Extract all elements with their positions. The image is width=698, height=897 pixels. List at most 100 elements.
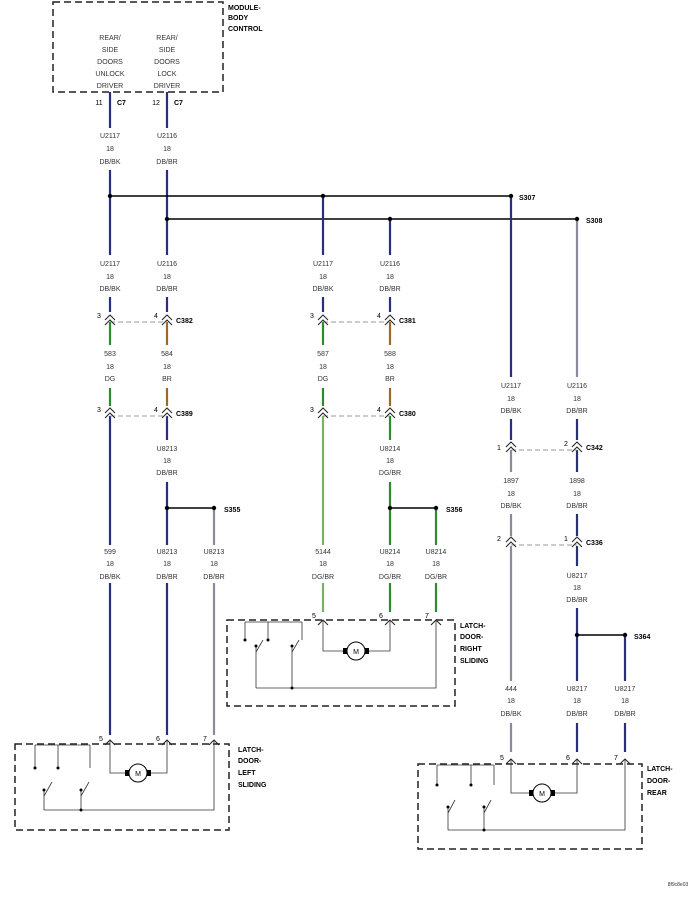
label-bg bbox=[563, 568, 591, 606]
label-bg bbox=[96, 545, 124, 583]
label-bg bbox=[497, 474, 525, 512]
switch-dot bbox=[446, 805, 450, 809]
wire-circuit-label: 5144 bbox=[315, 549, 331, 556]
wire-color-label: DG bbox=[318, 376, 329, 383]
func-unlock-1: REAR/ bbox=[99, 35, 120, 42]
pin-label: 2 bbox=[564, 441, 568, 448]
label-bg bbox=[153, 348, 181, 386]
label-bg bbox=[200, 545, 228, 583]
inline-connectors: 3 4 C382 3 4 C381 3 4 C389 3 4 C380 1 2 … bbox=[97, 313, 603, 548]
wire-circuit-label: U8217 bbox=[567, 686, 588, 693]
switch-dot bbox=[254, 644, 258, 648]
motor-terminal bbox=[551, 790, 555, 796]
wire-color-label: BR bbox=[162, 376, 172, 383]
latch-rear-title-3: REAR bbox=[647, 790, 667, 797]
latch-rear-title-2: DOOR- bbox=[647, 778, 671, 785]
switch-dot bbox=[469, 783, 473, 787]
connector-chevron bbox=[161, 407, 173, 419]
splice-dot bbox=[387, 505, 393, 511]
wire-circuit-label: 1897 bbox=[503, 478, 519, 485]
wire-gauge-label: 18 bbox=[507, 698, 515, 705]
label-bg bbox=[96, 348, 124, 386]
wire-circuit-label: 584 bbox=[161, 351, 173, 358]
wire-gauge-label: 18 bbox=[163, 146, 171, 153]
wire-gauge-label: 18 bbox=[621, 698, 629, 705]
switch-dot bbox=[79, 808, 83, 812]
wire-circuit-label: U8213 bbox=[157, 446, 178, 453]
wire-circuit-label: 1898 bbox=[569, 478, 585, 485]
func-lock-5: DRIVER bbox=[154, 83, 180, 90]
wire-circuit-label: U2116 bbox=[567, 383, 587, 390]
label-bg bbox=[497, 683, 525, 721]
latch-left-title-3: LEFT bbox=[238, 770, 256, 777]
wire-color-label: DB/BK bbox=[500, 503, 521, 510]
motor-terminal bbox=[125, 770, 129, 776]
func-unlock-2: SIDE bbox=[102, 47, 119, 54]
splice-s307-label: S307 bbox=[519, 195, 535, 202]
switch-network bbox=[34, 740, 215, 811]
pin-label: 7 bbox=[425, 613, 429, 620]
wire-gauge-label: 18 bbox=[573, 491, 581, 498]
connector-chevron bbox=[104, 314, 116, 326]
connector-c381-label: C381 bbox=[399, 318, 416, 325]
splice-dot bbox=[622, 632, 628, 638]
module-pin-12: 12 bbox=[152, 100, 160, 107]
latch-door-right-sliding: 5 6 7 M LATCH- DOOR- RIGHT SLIDING bbox=[226, 613, 489, 707]
wire-gauge-label: 18 bbox=[319, 274, 327, 281]
wire-gauge-label: 18 bbox=[573, 698, 581, 705]
connector-chevron bbox=[571, 536, 583, 548]
switch-dot bbox=[482, 828, 486, 832]
label-bg bbox=[153, 130, 181, 168]
wire-color-label: DB/BR bbox=[614, 711, 635, 718]
splice-dot bbox=[387, 216, 393, 222]
pin-label: 3 bbox=[310, 313, 314, 320]
motor-terminal bbox=[529, 790, 533, 796]
connector-chevron bbox=[161, 314, 173, 326]
figure-id: 8f9c8e03 bbox=[668, 882, 689, 888]
latch-right-title-2: DOOR- bbox=[460, 634, 484, 641]
wire-circuit-label: U2117 bbox=[100, 133, 120, 140]
pin-label: 7 bbox=[614, 755, 618, 762]
wire-color-label: DB/BR bbox=[566, 711, 587, 718]
switch-network bbox=[436, 759, 626, 831]
module-box bbox=[52, 1, 224, 93]
pin-label: 3 bbox=[97, 407, 101, 414]
label-bg bbox=[96, 130, 124, 168]
module-connector-c7-a: C7 bbox=[117, 100, 126, 107]
func-lock-2: SIDE bbox=[159, 47, 176, 54]
wire-color-label: DB/BK bbox=[312, 286, 333, 293]
module-title-3: CONTROL bbox=[228, 26, 263, 33]
latch-rear-title-1: LATCH- bbox=[647, 766, 673, 773]
pin-label: 1 bbox=[564, 536, 568, 543]
motor-label: M bbox=[539, 791, 545, 798]
label-bg bbox=[611, 683, 639, 721]
splice-dot bbox=[211, 505, 217, 511]
module-title-2: BODY bbox=[228, 15, 249, 22]
splice-dot bbox=[574, 632, 580, 638]
label-bg bbox=[376, 442, 404, 480]
wire-color-label: DB/BK bbox=[500, 711, 521, 718]
motor-terminal bbox=[343, 648, 347, 654]
wire-gauge-label: 18 bbox=[163, 274, 171, 281]
pin-label: 2 bbox=[497, 536, 501, 543]
wire-circuit-label: U2117 bbox=[501, 383, 521, 390]
motor-label: M bbox=[135, 771, 141, 778]
pin-label: 4 bbox=[377, 313, 381, 320]
wire-circuit-label: U2117 bbox=[100, 261, 120, 268]
splice-s364-label: S364 bbox=[634, 634, 650, 641]
wire-circuit-label: 599 bbox=[104, 549, 116, 556]
wire-gauge-label: 18 bbox=[507, 491, 515, 498]
func-unlock-3: DOORS bbox=[97, 59, 123, 66]
pin-label: 4 bbox=[377, 407, 381, 414]
label-bg bbox=[563, 379, 591, 417]
wire-gauge-label: 18 bbox=[319, 364, 327, 371]
func-unlock-4: UNLOCK bbox=[95, 71, 125, 78]
splice-dot bbox=[164, 216, 170, 222]
splices: S307 S308 S355 S356 S364 bbox=[107, 193, 650, 641]
wire-gauge-label: 18 bbox=[573, 585, 581, 592]
connector-chevron bbox=[384, 407, 396, 419]
wire-circuit-label: U8217 bbox=[567, 573, 588, 580]
wire-color-label: DB/BR bbox=[566, 597, 587, 604]
label-bg bbox=[153, 442, 181, 480]
wire-gauge-label: 18 bbox=[163, 364, 171, 371]
